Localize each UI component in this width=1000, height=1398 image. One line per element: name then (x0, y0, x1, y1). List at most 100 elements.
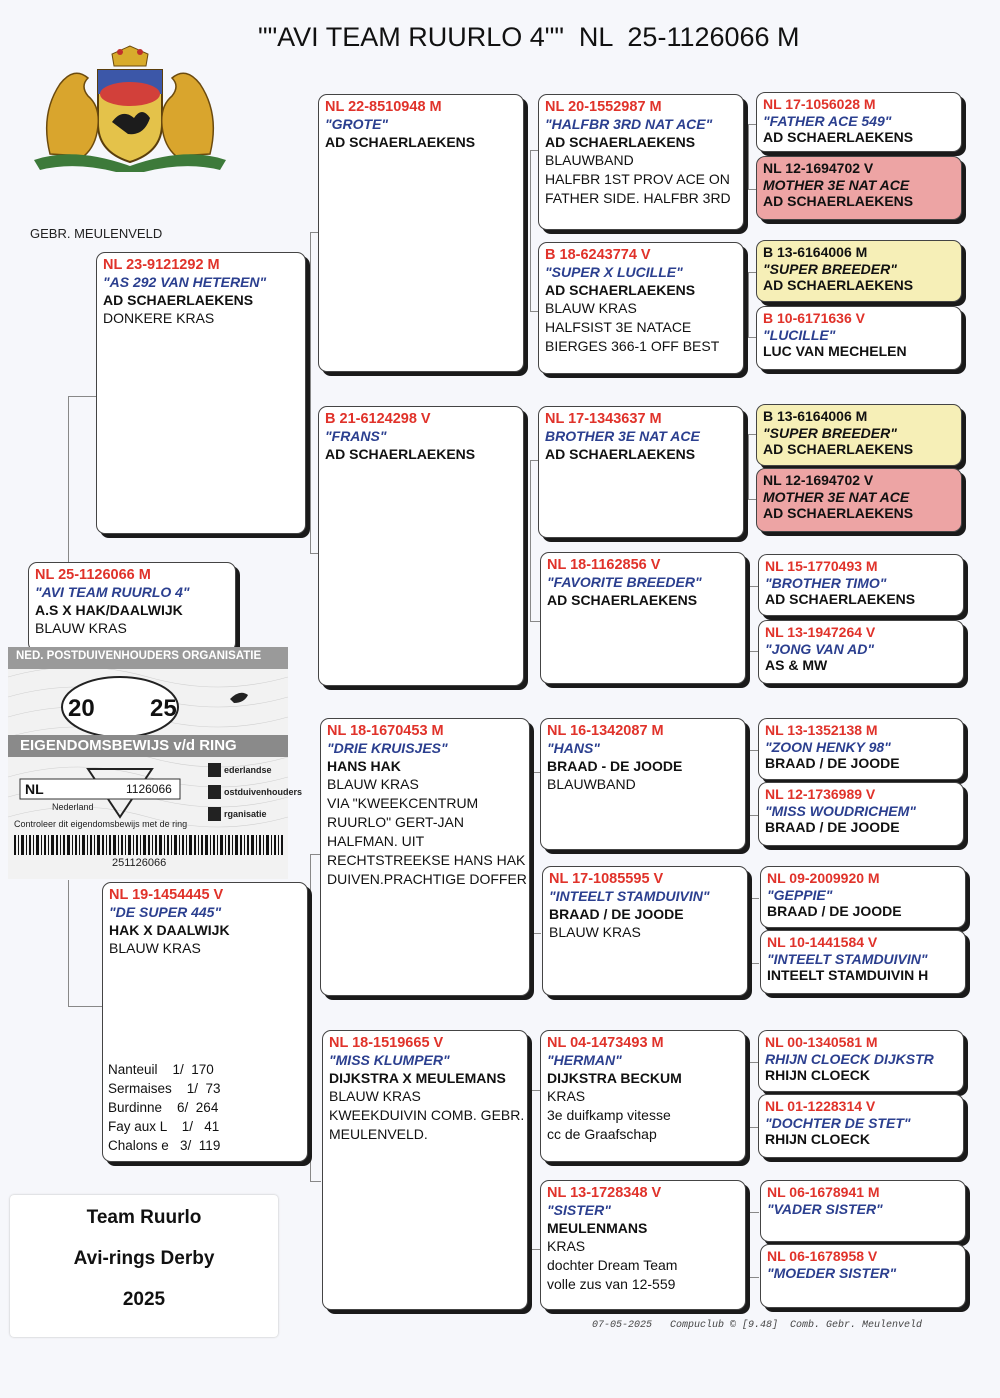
owner: BRAAD / DE JOODE (765, 819, 900, 835)
ring-number: B 13-6164006 M (763, 244, 868, 260)
label-line-1: Team Ruurlo (86, 1207, 202, 1228)
result-line: Burdinne 6/ 264 (108, 1100, 219, 1115)
pigeon-name: "HERMAN" (547, 1052, 622, 1068)
certificate-country: NL (25, 781, 44, 797)
pigeon-card-g3: B 13-6164006 M "SUPER BREEDER" AD SCHAER… (756, 240, 962, 302)
owner: A.S X HAK/DAALWIJK (35, 602, 183, 618)
connector-line (530, 460, 541, 622)
owner: BRAAD / DE JOODE (765, 755, 900, 771)
pigeon-name: "INTEELT STAMDUIVIN" (549, 888, 710, 904)
certificate-nederland: Nederland (52, 802, 94, 812)
pigeon-name: "MISS WOUDRICHEM" (765, 803, 916, 819)
ring-number: NL 19-1454445 V (109, 887, 224, 903)
pigeon-card-g8: NL 13-1947264 V "JONG VAN AD" AS & MW (758, 620, 964, 684)
pigeon-card-g15: NL 06-1678941 M "VADER SISTER" (760, 1180, 966, 1242)
certificate-o-line: rganisatie (224, 809, 267, 819)
certificate-ring-number: 1126066 (126, 782, 172, 796)
pigeon-card-father: NL 23-9121292 M "AS 292 VAN HETEREN" AD … (96, 252, 306, 534)
pigeon-name: MOTHER 3E NAT ACE (763, 489, 910, 505)
certificate-year-right: 25 (150, 695, 177, 722)
info-line: BLAUW KRAS (35, 620, 127, 636)
owner: LUC VAN MECHELEN (763, 343, 907, 359)
info-line: DUIVEN.PRACHTIGE DOFFER (327, 871, 527, 887)
pigeon-card-g6: NL 12-1694702 V MOTHER 3E NAT ACE AD SCH… (756, 468, 962, 532)
pigeon-card-g4: B 10-6171636 V "LUCILLE" LUC VAN MECHELE… (756, 306, 962, 370)
connector-line (748, 124, 759, 190)
pigeon-name: "VADER SISTER" (767, 1201, 883, 1217)
ring-number: NL 20-1552987 M (545, 99, 662, 115)
pigeon-card-g12: NL 10-1441584 V "INTEELT STAMDUIVIN" INT… (760, 930, 966, 994)
info-line: dochter Dream Team (547, 1257, 678, 1273)
owner: AD SCHAERLAEKENS (763, 441, 914, 457)
pigeon-card-g7: NL 15-1770493 M "BROTHER TIMO" AD SCHAER… (758, 554, 964, 616)
owner: DIJKSTRA X MEULEMANS (329, 1070, 506, 1086)
pigeon-name: "SISTER" (547, 1202, 611, 1218)
ring-number: NL 01-1228314 V (765, 1098, 876, 1114)
pigeon-name: "JONG VAN AD" (765, 641, 874, 657)
owner: MEULENMANS (547, 1220, 648, 1236)
connector-line (748, 434, 759, 500)
ring-number: NL 22-8510948 M (325, 99, 442, 115)
pigeon-name: "HALFBR 3RD NAT ACE" (545, 116, 713, 132)
ring-number: NL 16-1342087 M (547, 723, 664, 739)
ring-number: NL 13-1947264 V (765, 624, 876, 640)
owner: HANS HAK (327, 758, 401, 774)
pigeon-card-g2: NL 12-1694702 V MOTHER 3E NAT ACE AD SCH… (756, 156, 962, 220)
info-line: BIERGES 366-1 OFF BEST (545, 338, 720, 354)
connector-line (748, 272, 759, 338)
pigeon-card-fff: NL 20-1552987 M "HALFBR 3RD NAT ACE" AD … (538, 94, 744, 230)
ring-number: NL 17-1343637 M (545, 411, 662, 427)
pigeon-card-g11: NL 09-2009920 M "GEPPIE" BRAAD / DE JOOD… (760, 866, 966, 928)
result-line: Sermaises 1/ 73 (108, 1081, 221, 1096)
ring-number: NL 17-1056028 M (763, 96, 876, 112)
ring-number: NL 23-9121292 M (103, 257, 220, 273)
result-line: Fay aux L 1/ 41 (108, 1119, 220, 1134)
owner: AD SCHAERLAEKENS (765, 591, 916, 607)
label-line-2: Avi-rings Derby (73, 1248, 215, 1269)
pigeon-name: RHIJN CLOECK DIJKSTR (765, 1051, 934, 1067)
pigeon-card-mother: NL 19-1454445 V "DE SUPER 445" HAK X DAA… (102, 882, 308, 1162)
certificate-n-line: ederlandse (224, 765, 272, 775)
ring-number: B 10-6171636 V (763, 310, 865, 326)
connector-line (748, 586, 759, 652)
race-results: Nanteuil 1/ 170 Sermaises 1/ 73 Burdinne… (108, 1060, 221, 1155)
certificate-banner: EIGENDOMSBEWIJS v/d RING (20, 737, 237, 754)
info-line: BLAUW KRAS (109, 940, 201, 956)
pigeon-name: "SUPER BREEDER" (763, 261, 897, 277)
certificate-org: NED. POSTDUIVENHOUDERS ORGANISATIE (16, 650, 262, 662)
ring-number: NL 18-1519665 V (329, 1035, 444, 1051)
ring-number: NL 00-1340581 M (765, 1034, 878, 1050)
certificate-background (8, 647, 288, 879)
owner: RHIJN CLOECK (765, 1131, 871, 1147)
ring-number: NL 12-1694702 V (763, 472, 874, 488)
info-line: BLAUW KRAS (329, 1088, 421, 1104)
pigeon-name: "GEPPIE" (767, 887, 833, 903)
pigeon-card-g14: NL 01-1228314 V "DOCHTER DE STET" RHIJN … (758, 1094, 964, 1158)
pigeon-name: "SUPER X LUCILLE" (545, 264, 683, 280)
ring-number: B 21-6124298 V (325, 411, 431, 427)
connector-line (68, 880, 103, 1007)
ring-number: B 18-6243774 V (545, 247, 651, 263)
pigeon-name: "DRIE KRUISJES" (327, 740, 448, 756)
pigeon-name: MOTHER 3E NAT ACE (763, 177, 910, 193)
pigeon-card-mfm: NL 17-1085595 V "INTEELT STAMDUIVIN" BRA… (542, 866, 748, 996)
ownership-certificate: NED. POSTDUIVENHOUDERS ORGANISATIE 20 25… (8, 647, 302, 879)
connector-line (530, 772, 541, 934)
pigeon-card-g1: NL 17-1056028 M "FATHER ACE 549" AD SCHA… (756, 92, 962, 152)
connector-line (310, 854, 321, 1182)
info-line: cc de Graafschap (547, 1126, 657, 1142)
ring-number: NL 13-1352138 M (765, 722, 878, 738)
info-line: RECHTSTREEKSE HANS HAK (327, 852, 526, 868)
ring-number: NL 17-1085595 V (549, 871, 664, 887)
owner: AS & MW (765, 657, 828, 673)
info-line: volle zus van 12-559 (547, 1276, 676, 1292)
info-line: MEULENVELD. (329, 1126, 428, 1142)
pigeon-name: "ZOON HENKY 98" (765, 739, 891, 755)
owner: AD SCHAERLAEKENS (325, 446, 476, 462)
pigeon-name: "HANS" (547, 740, 600, 756)
owner: BRAAD / DE JOODE (767, 903, 902, 919)
pigeon-card-mmm: NL 13-1728348 V "SISTER" MEULENMANS KRAS… (540, 1180, 746, 1310)
connector-line (748, 898, 759, 964)
info-line: BLAUW KRAS (545, 300, 637, 316)
